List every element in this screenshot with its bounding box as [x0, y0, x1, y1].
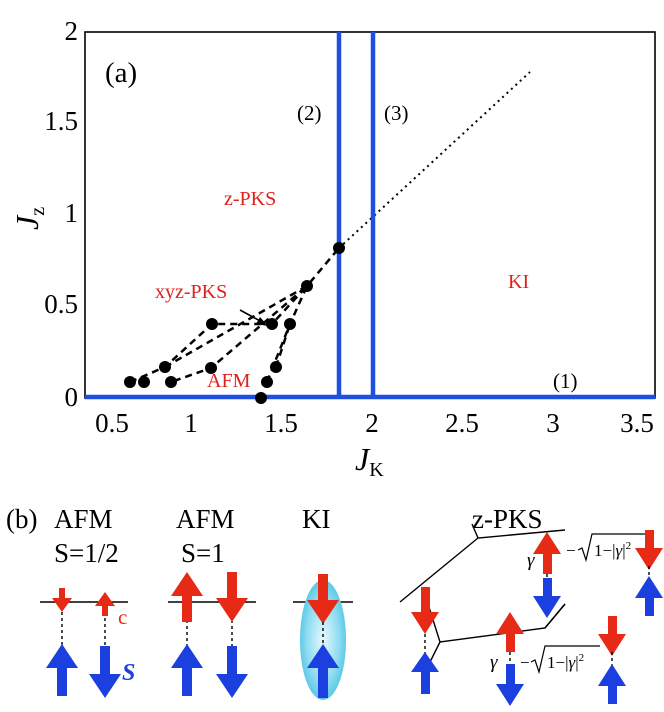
gamma-coefficient-label: γ — [490, 652, 498, 673]
red-up-arrow — [496, 612, 524, 652]
phase-label-afm: AFM — [207, 370, 251, 392]
gamma-coefficient-label: γ — [527, 550, 535, 571]
afm-one-spin-label: S=1 — [181, 538, 225, 568]
afm-one-title: AFM — [176, 504, 235, 534]
x-axis-label: JK — [355, 441, 384, 481]
z-pks-title: z-PKS — [472, 504, 543, 534]
blue-up-arrow — [307, 644, 339, 698]
y-tick-label: 1.5 — [44, 106, 78, 136]
data-point — [261, 376, 273, 388]
x-tick-label: 3 — [546, 408, 560, 438]
y-tick-labels: 0 0.5 1 1.5 2 — [44, 16, 78, 412]
z-pks-diagram: z-PKS — [399, 504, 663, 706]
x-tick-label: 1 — [184, 408, 198, 438]
afm-half-title: AFM — [54, 504, 113, 534]
s-spin-label: S — [122, 660, 135, 686]
blue-up-arrow — [171, 644, 203, 696]
afm-half-diagram: AFM S=1/2 c S — [40, 504, 135, 698]
svg-text:−: − — [520, 653, 530, 672]
red-up-arrow — [95, 592, 115, 616]
svg-text:1−|γ|2: 1−|γ|2 — [547, 652, 584, 672]
data-point — [301, 280, 313, 292]
y-axis-label: Jz — [9, 207, 49, 230]
lattice-stub — [471, 523, 479, 539]
blue-down-arrow — [533, 578, 561, 618]
x-tick-labels: 0.5 1 1.5 2 2.5 3 3.5 — [95, 408, 654, 438]
red-up-arrow — [171, 572, 203, 622]
red-down-arrow — [411, 587, 439, 634]
ki-diagram: KI — [293, 504, 353, 700]
phase-label-ki: KI — [508, 271, 529, 293]
blue-up-arrow — [46, 644, 78, 696]
x-tick-label: 1.5 — [264, 408, 298, 438]
phase-label-xyz-pks: xyz-PKS — [155, 281, 227, 303]
dashed-path-2 — [164, 247, 340, 369]
data-point — [159, 361, 171, 373]
red-down-arrow — [307, 574, 339, 624]
data-point — [255, 392, 267, 404]
data-point — [333, 242, 345, 254]
red-down-arrow — [598, 616, 626, 656]
dashed-paths — [129, 247, 340, 384]
y-tick-label: 2 — [65, 16, 79, 46]
line-label-1: (1) — [553, 369, 578, 393]
panel-a-label: (a) — [105, 57, 137, 89]
svg-text:−: − — [566, 541, 576, 560]
data-point — [165, 376, 177, 388]
c-electron-label: c — [118, 605, 127, 629]
blue-up-arrow — [598, 664, 626, 704]
blue-down-arrow — [216, 646, 248, 698]
red-up-arrow — [533, 532, 561, 574]
dotted-extension-line — [338, 71, 531, 249]
data-point — [205, 362, 217, 374]
data-point — [284, 318, 296, 330]
data-point — [206, 318, 218, 330]
x-tick-label: 3.5 — [620, 408, 654, 438]
x-tick-label: 0.5 — [95, 408, 129, 438]
blue-up-arrow — [635, 576, 663, 616]
data-point — [270, 361, 282, 373]
blue-down-arrow — [89, 646, 121, 698]
blue-up-arrow — [411, 652, 439, 694]
y-tick-label: 0 — [65, 382, 79, 412]
phase-label-z-pks: z-PKS — [224, 188, 276, 210]
data-point — [138, 376, 150, 388]
y-tick-label: 0.5 — [44, 289, 78, 319]
red-down-arrow — [52, 588, 72, 612]
panel-b: (b) AFM S=1/2 c — [6, 504, 663, 706]
red-down-arrow — [635, 530, 663, 570]
lattice-link — [544, 603, 566, 629]
panel-a: 0.5 1 1.5 2 2.5 3 3.5 0 0.5 1 1.5 2 JK J… — [9, 16, 656, 481]
afm-half-spin-label: S=1/2 — [54, 538, 119, 568]
svg-text:1−|γ|2: 1−|γ|2 — [594, 540, 631, 560]
x-tick-label: 2 — [365, 408, 379, 438]
data-points — [124, 242, 345, 404]
line-label-2: (2) — [297, 101, 322, 125]
x-tick-label: 2.5 — [445, 408, 479, 438]
panel-b-label: (b) — [6, 504, 37, 534]
plot-frame — [84, 31, 656, 399]
sqrt-coefficient-label: − 1−|γ|2 — [520, 645, 600, 675]
data-point — [266, 318, 278, 330]
data-point — [124, 376, 136, 388]
red-down-arrow — [216, 572, 248, 622]
afm-one-diagram: AFM S=1 — [168, 504, 256, 698]
dashed-path-4 — [274, 323, 292, 368]
sqrt-coefficient-label: − 1−|γ|2 — [566, 533, 648, 563]
ki-title: KI — [302, 504, 331, 534]
y-tick-label: 1 — [65, 198, 79, 228]
blue-down-arrow — [496, 664, 524, 706]
line-label-3: (3) — [384, 101, 409, 125]
xyz-pks-arrow — [239, 309, 268, 326]
